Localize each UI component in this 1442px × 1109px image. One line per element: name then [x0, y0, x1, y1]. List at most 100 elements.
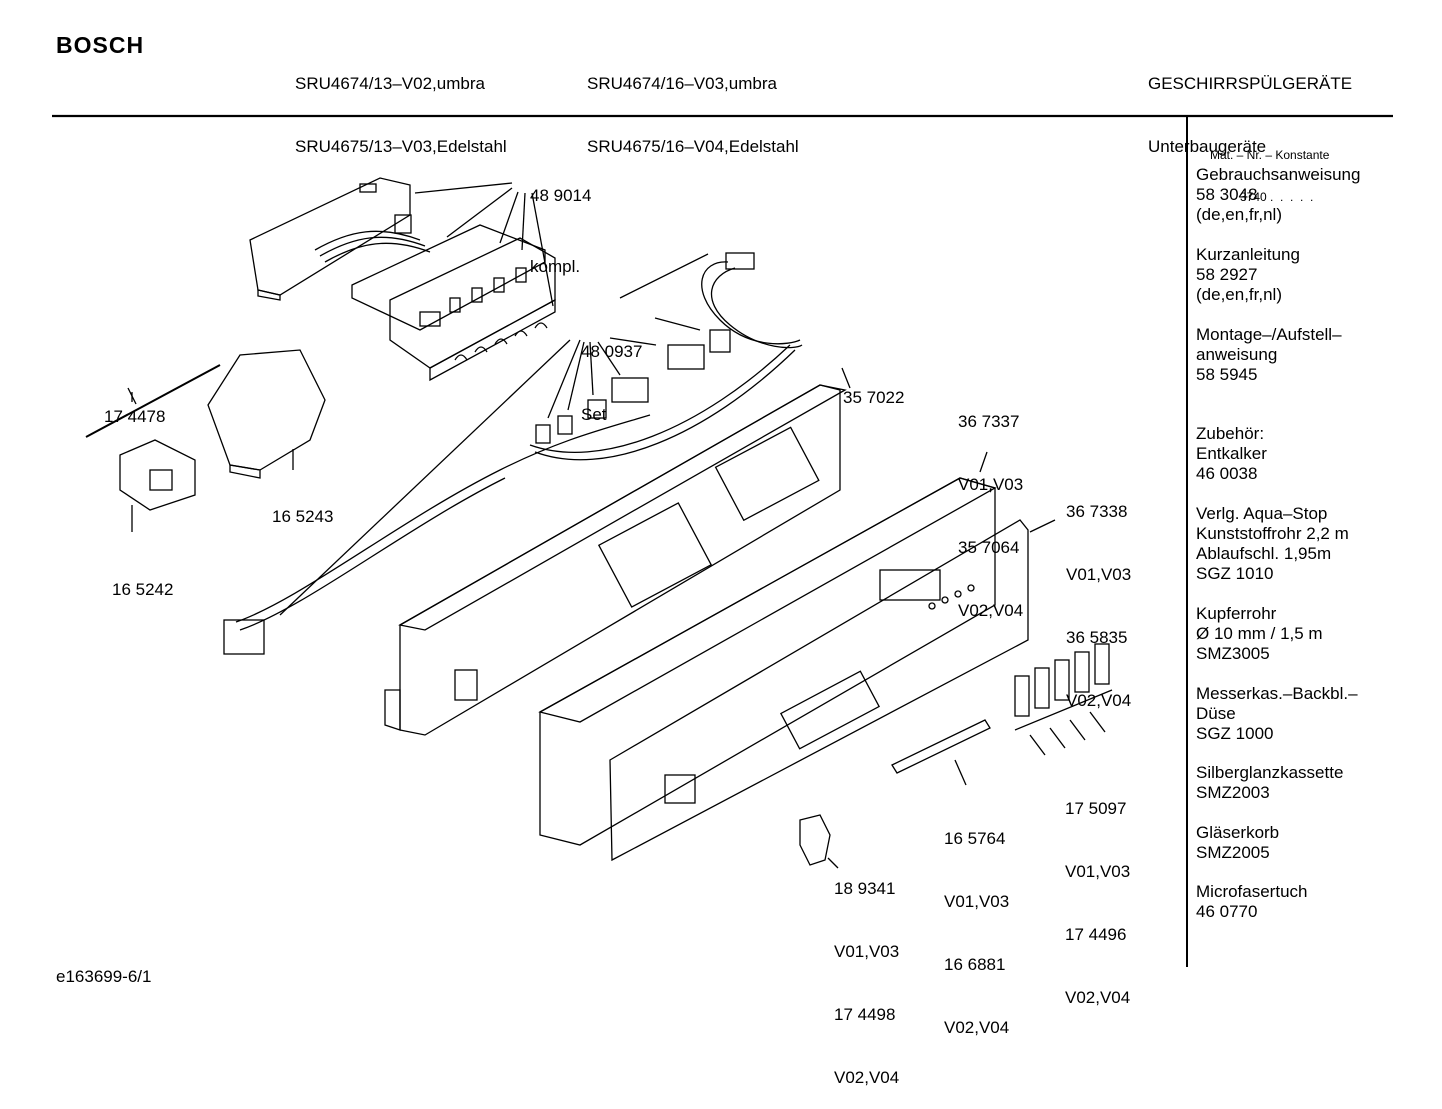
front-fascia-part [538, 477, 997, 846]
accessory-line: Zubehör: [1196, 424, 1265, 443]
clip-part [799, 814, 831, 866]
model-line: SRU4674/16–V03,umbra [587, 74, 777, 93]
accessory-line: SGZ 1000 [1196, 724, 1274, 743]
accessory-line: (de,en,fr,nl) [1196, 285, 1282, 304]
accessory-line: Entkalker [1196, 444, 1267, 463]
accessory-entry: Microfasertuch 46 0770 [1196, 882, 1307, 922]
category-line: Unterbaugeräte [1148, 137, 1267, 156]
label-line: Set [581, 405, 607, 424]
accessory-line: Microfasertuch [1196, 882, 1308, 901]
accessory-line: SMZ2003 [1196, 783, 1270, 802]
label-line: kompl. [530, 257, 581, 276]
accessory-line: Ablaufschl. 1,95m [1196, 544, 1332, 563]
label-line: 36 7337 [958, 412, 1020, 431]
leader-367338 [1029, 519, 1056, 533]
accessory-entry: Kupferrohr Ø 10 mm / 1,5 m SMZ3005 [1196, 604, 1323, 664]
drawing-code: e163699-6/1 [56, 967, 152, 986]
label-part-480937: 48 0937 Set [581, 299, 642, 446]
accessory-line: Kunststoffrohr 2,2 m [1196, 524, 1349, 543]
label-part-165243: 16 5243 [272, 464, 333, 548]
model-list-2: SRU4674/16–V03,umbra SRU4675/16–V04,Edel… [587, 31, 799, 178]
model-list-1: SRU4674/13–V02,umbra SRU4675/13–V03,Edel… [295, 31, 507, 178]
label-part-489014: 48 9014 kompl. [530, 143, 591, 298]
switch-parts [85, 349, 326, 511]
brand-logo: BOSCH [56, 32, 145, 58]
label-line: 17 4478 [104, 407, 166, 426]
label-line: 35 7064 [958, 538, 1020, 557]
model-line: SRU4675/13–V03,Edelstahl [295, 137, 507, 156]
trim-strip-part [891, 719, 991, 774]
label-part-357022: 35 7022 [843, 345, 904, 429]
label-line: 36 7338 [1066, 502, 1128, 521]
accessory-line: 46 0770 [1196, 902, 1258, 921]
accessory-line: 58 5945 [1196, 365, 1258, 384]
label-line: V01,V03 [1065, 862, 1131, 881]
accessory-line: Kupferrohr [1196, 604, 1277, 623]
leader-489014 [414, 182, 513, 194]
accessory-line: SMZ3005 [1196, 644, 1270, 663]
label-line: 16 5243 [272, 507, 334, 526]
model-line: SRU4675/16–V04,Edelstahl [587, 137, 799, 156]
category-title: GESCHIRRSPÜLGERÄTE Unterbaugeräte [1148, 31, 1352, 178]
label-line: V01,V03 [1066, 565, 1132, 584]
label-line: V02,V04 [944, 1018, 1010, 1037]
accessory-line: Gebrauchsanweisung [1196, 165, 1361, 184]
label-line: 48 9014 [530, 186, 592, 205]
label-line: V02,V04 [958, 601, 1024, 620]
accessory-line: (de,en,fr,nl) [1196, 205, 1282, 224]
label-line: 17 4496 [1065, 925, 1127, 944]
leader-357022 [841, 367, 851, 389]
model-line: SRU4674/13–V02,umbra [295, 74, 485, 93]
exploded-parts-diagram [52, 114, 1393, 967]
accessory-line: Düse [1196, 704, 1236, 723]
accessory-entry: Zubehör: Entkalker 46 0038 [1196, 424, 1267, 484]
accessory-entry: Verlg. Aqua–Stop Kunststoffrohr 2,2 m Ab… [1196, 504, 1349, 584]
label-line: 17 4498 [834, 1005, 896, 1024]
accessory-entry: Gebrauchsanweisung 58 3048 (de,en,fr,nl) [1196, 165, 1360, 225]
label-line: 17 5097 [1065, 799, 1127, 818]
leader-165764 [954, 759, 967, 786]
mat-nr-value: 3740 . . . . . [1240, 190, 1314, 204]
accessory-line: Verlg. Aqua–Stop [1196, 504, 1328, 523]
button-strip-part [1014, 643, 1113, 731]
accessory-line: Ø 10 mm / 1,5 m [1196, 624, 1323, 643]
main-panel-frame-part [384, 384, 847, 736]
leader-174478 [127, 387, 137, 405]
label-line: 16 5764 [944, 829, 1006, 848]
label-line: V02,V04 [1066, 691, 1132, 710]
leader-367337 [979, 451, 988, 473]
accessory-line: SGZ 1010 [1196, 564, 1274, 583]
accessory-line: SMZ2005 [1196, 843, 1270, 862]
mat-nr-block: Mat. – Nr. – Konstante 3740 . . . . . [1210, 120, 1329, 218]
label-line: V02,V04 [1065, 988, 1131, 1007]
electronic-module-part [249, 177, 556, 382]
accessory-line: Messerkas.–Backbl.– [1196, 684, 1358, 703]
label-part-367337: 36 7337 V01,V03 35 7064 V02,V04 [958, 369, 1023, 642]
category-line: GESCHIRRSPÜLGERÄTE [1148, 74, 1353, 93]
label-part-175097: 17 5097 V01,V03 17 4496 V02,V04 [1065, 756, 1130, 1029]
mat-nr-label: Mat. – Nr. – Konstante [1210, 148, 1330, 162]
label-part-174478: 17 4478 [104, 364, 165, 448]
accessory-entry: Messerkas.–Backbl.– Düse SGZ 1000 [1196, 684, 1358, 744]
accessory-line: Montage–/Aufstell– [1196, 325, 1342, 344]
control-panel-cover-part [609, 519, 1029, 862]
accessory-line: Gläserkorb [1196, 823, 1280, 842]
accessory-line: Silberglanzkassette [1196, 763, 1344, 782]
accessory-entry: Gläserkorb SMZ2005 [1196, 823, 1279, 863]
label-line: 35 7022 [843, 388, 905, 407]
label-line: 18 9341 [834, 879, 896, 898]
accessory-entry: Montage–/Aufstell– anweisung 58 5945 [1196, 325, 1342, 385]
label-line: 16 5242 [112, 580, 174, 599]
accessory-entry: Kurzanleitung 58 2927 (de,en,fr,nl) [1196, 245, 1300, 305]
label-part-189341: 18 9341 V01,V03 17 4498 V02,V04 [834, 836, 899, 1109]
label-line: V01,V03 [958, 475, 1024, 494]
accessory-line: 46 0038 [1196, 464, 1258, 483]
accessory-line: anweisung [1196, 345, 1278, 364]
label-line: V01,V03 [834, 942, 900, 961]
label-line: 36 5835 [1066, 628, 1128, 647]
label-part-367338: 36 7338 V01,V03 36 5835 V02,V04 [1066, 459, 1131, 732]
cable-harness-part [223, 252, 803, 655]
label-line: 16 6881 [944, 955, 1006, 974]
accessory-line: 58 3048 [1196, 185, 1258, 204]
label-line: V01,V03 [944, 892, 1010, 911]
